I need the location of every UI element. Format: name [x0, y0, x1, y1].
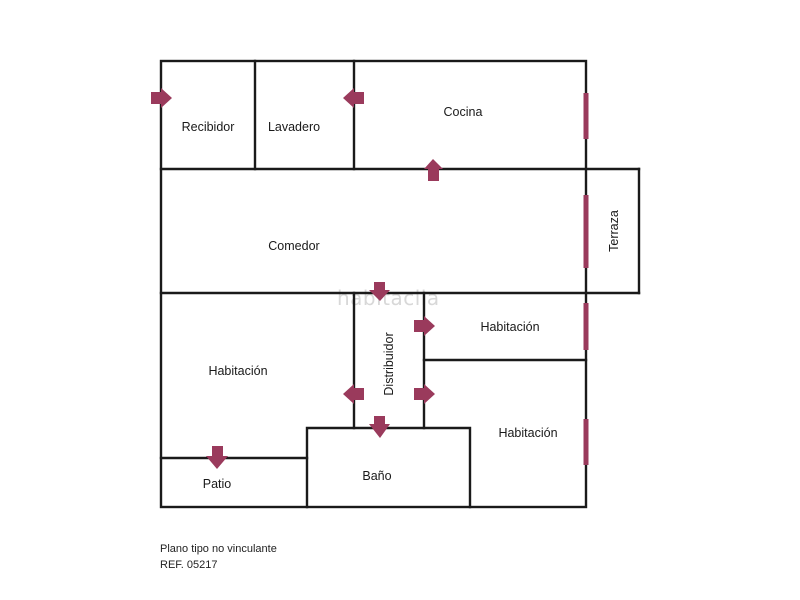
walls: [159, 59, 641, 509]
room-label-habitacion-right-bottom: Habitación: [498, 426, 557, 440]
door-arrow-icon: [414, 384, 435, 404]
doors: [151, 88, 443, 469]
room-label-lavadero: Lavadero: [268, 120, 320, 134]
room-label-bano: Baño: [362, 469, 391, 483]
door-arrow-icon: [343, 384, 364, 404]
room-label-habitacion-left: Habitación: [208, 364, 267, 378]
room-label-distribuidor: Distribuidor: [382, 332, 396, 395]
room-label-habitacion-right-top: Habitación: [480, 320, 539, 334]
outer-wall: [159, 59, 588, 509]
room-label-patio: Patio: [203, 477, 232, 491]
door-arrow-icon: [414, 316, 435, 336]
wall-bano: [305, 426, 472, 509]
door-arrow-icon: [206, 446, 228, 469]
reference-code: REF. 05217: [160, 559, 218, 571]
door-arrow-icon: [369, 282, 390, 301]
room-labels: Recibidor Lavadero Cocina Terraza Comedo…: [182, 105, 621, 491]
door-arrow-icon: [343, 88, 364, 108]
disclaimer-note: Plano tipo no vinculante: [160, 543, 277, 555]
door-arrow-icon: [424, 159, 443, 181]
room-label-comedor: Comedor: [268, 239, 319, 253]
room-label-cocina: Cocina: [444, 105, 483, 119]
door-arrow-icon: [151, 88, 172, 108]
room-label-recibidor: Recibidor: [182, 120, 235, 134]
room-label-terraza: Terraza: [607, 210, 621, 252]
door-arrow-icon: [369, 416, 390, 438]
